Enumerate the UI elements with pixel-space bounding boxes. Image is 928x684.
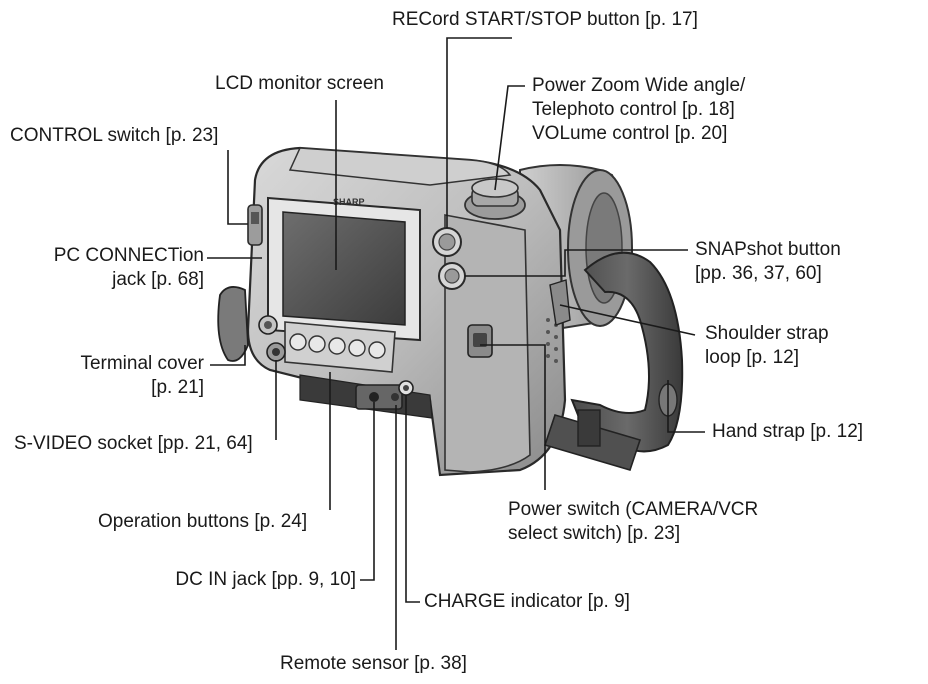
label-zoom-control: Power Zoom Wide angle/ Telephoto control… <box>532 74 745 146</box>
label-line: Operation buttons [p. 24] <box>98 511 308 532</box>
label-line: S-VIDEO socket [pp. 21, 64] <box>14 433 253 454</box>
label-line: jack [p. 68] <box>112 269 204 290</box>
line-snapshot <box>465 249 688 277</box>
hand-strap-graphic <box>543 251 684 471</box>
label-line: RECord START/STOP button [p. 17] <box>392 9 698 30</box>
label-line: Hand strap [p. 12] <box>712 421 864 442</box>
brand-logo: SHARP <box>333 197 365 207</box>
label-dc-in-jack: DC IN jack [pp. 9, 10] <box>100 568 356 592</box>
label-charge-indicator: CHARGE indicator [p. 9] <box>424 590 630 614</box>
label-remote-sensor: Remote sensor [p. 38] <box>280 652 467 676</box>
label-operation-buttons: Operation buttons [p. 24] <box>98 510 307 534</box>
label-line: DC IN jack [pp. 9, 10] <box>175 569 356 590</box>
label-line: SNAPshot button <box>695 239 841 260</box>
left-side-controls <box>217 204 286 362</box>
leader-lines <box>207 37 705 650</box>
label-line: Power Zoom Wide angle/ <box>532 75 746 96</box>
label-line: Telephoto control [p. 18] <box>532 99 735 120</box>
label-line: Shoulder strap <box>705 323 829 344</box>
label-line: Power switch (CAMERA/VCR <box>508 499 759 520</box>
label-line: loop [p. 12] <box>705 347 800 368</box>
label-line: CONTROL switch [p. 23] <box>10 125 219 146</box>
line-terminal <box>210 345 246 366</box>
line-record <box>446 37 512 228</box>
label-line: select switch) [p. 23] <box>508 523 681 544</box>
label-line: [pp. 36, 37, 60] <box>695 263 822 284</box>
label-svideo-socket: S-VIDEO socket [pp. 21, 64] <box>14 432 253 456</box>
label-power-switch: Power switch (CAMERA/VCR select switch) … <box>508 498 758 546</box>
line-dc-in <box>360 402 375 581</box>
label-line: Terminal cover <box>80 353 204 374</box>
label-line: Remote sensor [p. 38] <box>280 653 467 674</box>
lcd-panel: SHARP <box>267 196 421 342</box>
label-line: VOLume control [p. 20] <box>532 123 728 144</box>
label-line: PC CONNECTion <box>53 245 204 266</box>
bottom-front-details <box>355 380 414 410</box>
label-control-switch: CONTROL switch [p. 23] <box>10 124 218 148</box>
label-hand-strap: Hand strap [p. 12] <box>712 420 863 444</box>
label-line: LCD monitor screen <box>215 73 384 94</box>
label-terminal-cover: Terminal cover [p. 21] <box>18 352 204 400</box>
line-hand-strap <box>667 380 705 433</box>
line-shoulder <box>559 304 696 336</box>
label-pc-connection: PC CONNECTion jack [p. 68] <box>18 244 204 292</box>
line-control <box>227 150 248 225</box>
label-line: [p. 21] <box>151 377 204 398</box>
label-snapshot-button: SNAPshot button [pp. 36, 37, 60] <box>695 238 841 286</box>
operation-button-strip <box>284 321 396 373</box>
record-snapshot-buttons <box>432 227 466 290</box>
label-shoulder-strap: Shoulder strap loop [p. 12] <box>705 322 829 370</box>
power-switch-knob <box>467 324 493 358</box>
label-record-button: RECord START/STOP button [p. 17] <box>392 8 698 32</box>
line-charge <box>405 395 420 603</box>
label-line: CHARGE indicator [p. 9] <box>424 591 630 612</box>
line-zoom <box>494 85 525 191</box>
line-power <box>480 344 546 490</box>
label-lcd-screen: LCD monitor screen <box>215 72 384 96</box>
